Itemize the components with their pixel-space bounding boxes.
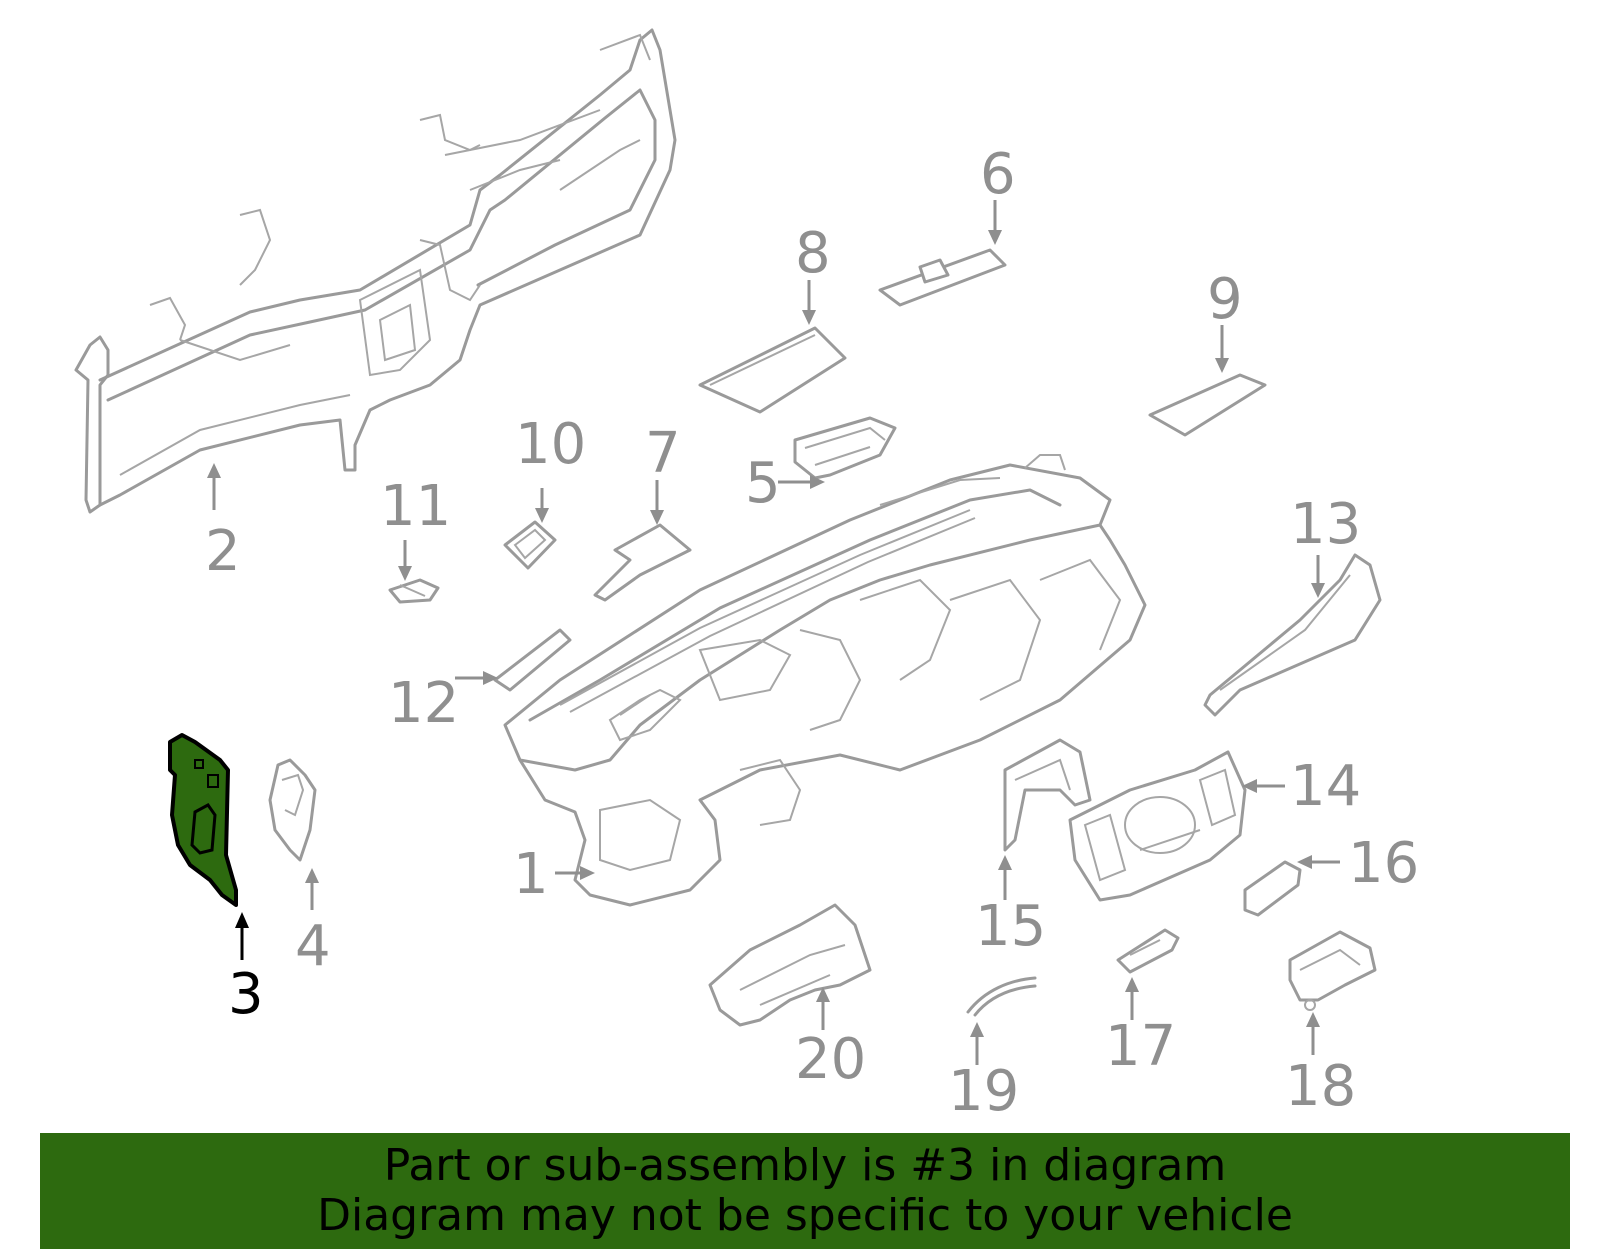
callout-5: 5 bbox=[745, 451, 781, 516]
callout-4: 4 bbox=[295, 914, 331, 979]
part-12-strip bbox=[493, 628, 572, 692]
callout-1: 1 bbox=[513, 842, 549, 907]
callout-18: 18 bbox=[1285, 1054, 1356, 1119]
callout-16: 16 bbox=[1348, 831, 1419, 896]
part-6-sensor bbox=[878, 248, 1007, 307]
part-5-vent bbox=[793, 416, 897, 480]
callout-10: 10 bbox=[515, 412, 586, 477]
callout-8: 8 bbox=[795, 221, 831, 286]
part-1-instrument-panel bbox=[503, 454, 1147, 907]
callout-6: 6 bbox=[980, 142, 1016, 207]
banner-line-part-number: Part or sub-assembly is #3 in diagram bbox=[383, 1140, 1227, 1191]
callout-2: 2 bbox=[205, 519, 241, 584]
part-18-bracket bbox=[1288, 930, 1377, 1011]
callout-19: 19 bbox=[948, 1059, 1019, 1124]
part-10-switch bbox=[503, 520, 557, 570]
part-11-clip bbox=[388, 578, 440, 604]
callout-11: 11 bbox=[380, 474, 451, 539]
part-2-cross-car-beam bbox=[74, 28, 677, 514]
callout-labels: 1 2 3 4 5 6 7 8 9 10 11 12 13 14 15 16 1… bbox=[205, 142, 1419, 1124]
callout-3: 3 bbox=[228, 962, 264, 1027]
callout-14: 14 bbox=[1290, 754, 1361, 819]
part-8-pad bbox=[698, 326, 847, 414]
callout-15: 15 bbox=[975, 894, 1046, 959]
callout-arrows bbox=[207, 200, 1340, 1065]
part-19-seal bbox=[966, 976, 1037, 1017]
callout-17: 17 bbox=[1105, 1014, 1176, 1079]
part-4-panel bbox=[268, 758, 317, 862]
part-14-center-bezel bbox=[1068, 750, 1247, 902]
part-20-cluster-hood bbox=[708, 903, 872, 1027]
info-banner: Part or sub-assembly is #3 in diagram Di… bbox=[40, 1133, 1570, 1249]
part-16-switch bbox=[1243, 860, 1302, 917]
banner-line-disclaimer: Diagram may not be specific to your vehi… bbox=[317, 1190, 1293, 1241]
part-17-switch bbox=[1116, 928, 1180, 974]
part-9-pad bbox=[1148, 373, 1267, 437]
callout-20: 20 bbox=[795, 1027, 866, 1092]
callout-7: 7 bbox=[645, 421, 681, 486]
part-7-trim-piece bbox=[593, 523, 692, 602]
part-3-side-trim-highlighted bbox=[168, 733, 238, 907]
part-15-bracket bbox=[1003, 738, 1092, 852]
part-13-trim-strip bbox=[1203, 553, 1382, 717]
callout-13: 13 bbox=[1290, 492, 1361, 557]
callout-9: 9 bbox=[1207, 267, 1243, 332]
callout-12: 12 bbox=[388, 671, 459, 736]
